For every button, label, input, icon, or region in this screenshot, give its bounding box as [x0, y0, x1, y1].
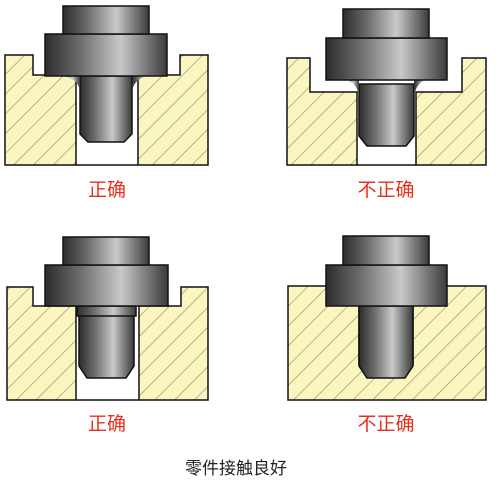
panel-label: 不正确 — [357, 413, 414, 435]
panel-label: 正确 — [88, 179, 126, 201]
panel-bottom-right: 不正确 — [287, 235, 487, 435]
figure-caption: 零件接触良好 — [185, 459, 287, 479]
panel-top-right: 不正确 — [286, 8, 487, 201]
shaft-part — [44, 5, 168, 143]
shaft-part — [325, 235, 448, 379]
panel-bottom-left: 正确 — [6, 236, 209, 435]
shaft-part — [44, 236, 169, 379]
panel-label: 不正确 — [357, 179, 414, 201]
panel-label: 正确 — [88, 413, 126, 435]
panel-top-left: 正确 — [4, 5, 209, 201]
shaft-part — [325, 8, 448, 147]
